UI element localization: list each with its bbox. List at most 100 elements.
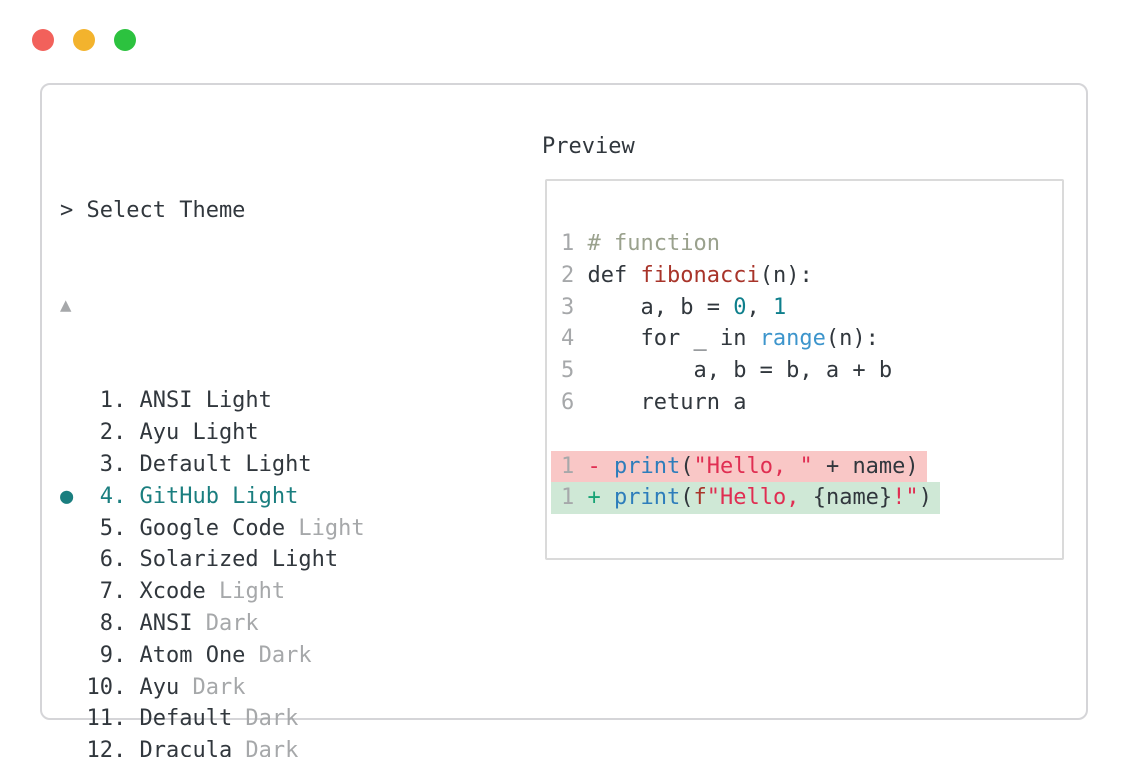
line-number: 4 — [561, 326, 575, 352]
selected-bullet-icon: ● — [60, 483, 87, 509]
theme-item-6[interactable]: 6. Solarized Light — [60, 544, 828, 576]
code-line: 2 def fibonacci(n): — [561, 260, 1062, 292]
code-line: 4 for _ in range(n): — [561, 323, 1062, 355]
theme-item-label: ANSI — [139, 610, 193, 636]
line-number: 1 — [561, 485, 575, 511]
theme-item-variant-label: Dark — [179, 674, 246, 700]
theme-item-10[interactable]: 10. Ayu Dark — [60, 672, 828, 704]
code-line-content: 3 a, b = 0, 1 — [561, 292, 786, 324]
token-plain: {name} — [812, 485, 893, 511]
code-line: 1 + print(f"Hello, {name}!") — [551, 482, 1062, 515]
theme-item-label: Dracula — [139, 738, 233, 757]
theme-item-8[interactable]: 8. ANSI Dark — [60, 608, 828, 640]
theme-item-variant-label: Dark — [245, 642, 312, 668]
close-button[interactable] — [32, 29, 54, 51]
theme-item-number: 2 — [99, 420, 113, 446]
theme-item-number: 6 — [99, 547, 113, 573]
theme-item-7[interactable]: 7. Xcode Light — [60, 576, 828, 608]
theme-item-label: Default Light — [139, 451, 312, 477]
line-number: 6 — [561, 389, 575, 415]
theme-item-number: 1 — [99, 388, 113, 414]
token-plain: def — [587, 262, 641, 288]
theme-item-label: Ayu — [139, 674, 180, 700]
token-defname: fibonacci — [640, 262, 760, 288]
code-line-content: 1 # function — [561, 228, 720, 260]
token-comment: # function — [587, 231, 720, 256]
code-line-content — [561, 419, 574, 451]
token-plain: , — [746, 294, 773, 320]
theme-item-variant-label: Dark — [232, 706, 299, 732]
theme-item-label: GitHub Light — [139, 483, 299, 509]
bullet-spacer — [60, 703, 86, 735]
theme-item-5[interactable]: 5. Google Code Light — [60, 513, 828, 545]
bullet-spacer — [60, 417, 86, 449]
code-line: 3 a, b = 0, 1 — [561, 292, 1062, 324]
token-plain: ) — [918, 485, 932, 511]
bullet-spacer — [60, 640, 86, 672]
token-string: "Hello, — [706, 485, 813, 511]
theme-item-number: 5 — [99, 515, 113, 541]
theme-item-1[interactable]: 1. ANSI Light — [60, 385, 828, 417]
theme-item-label: Atom One — [139, 642, 246, 668]
maximize-button[interactable] — [114, 29, 136, 51]
theme-item-3[interactable]: 3. Default Light — [60, 449, 828, 481]
token-string: "Hello, " — [693, 453, 813, 479]
theme-item-2[interactable]: 2. Ayu Light — [60, 417, 828, 449]
token-plain: + name) — [812, 453, 919, 479]
theme-item-number: 12 — [86, 738, 113, 757]
token-func: print — [614, 453, 681, 479]
token-func: print — [614, 485, 681, 511]
token-plain: ( — [680, 485, 694, 511]
code-line-content: 6 return a — [561, 387, 746, 419]
theme-item-label: Google Code — [139, 515, 286, 541]
bullet-spacer — [60, 449, 86, 481]
token-number: 1 — [772, 294, 787, 320]
token-minus: - — [587, 453, 614, 479]
bullet-spacer — [60, 576, 86, 608]
theme-item-label: Ayu Light — [139, 420, 259, 446]
theme-picker-window: > Select Theme ▲ 1. ANSI Light 2. Ayu Li… — [40, 83, 1088, 757]
theme-item-label: ANSI Light — [139, 388, 272, 414]
token-plain: return a — [587, 389, 747, 415]
bullet-spacer — [60, 544, 86, 576]
line-number: 1 — [561, 453, 575, 479]
theme-item-12[interactable]: 12. Dracula Dark — [60, 735, 828, 757]
token-plain: a, b = b, a + b — [587, 358, 893, 384]
token-plain: a, b = — [587, 294, 734, 320]
token-plain: for _ in — [587, 326, 760, 352]
diff-added-line: 1 + print(f"Hello, {name}!") — [551, 482, 940, 515]
code-line: 1 - print("Hello, " + name) — [551, 450, 1062, 483]
token-plain: (n): — [825, 326, 879, 352]
bullet-spacer — [60, 735, 86, 757]
code-line — [561, 419, 1062, 451]
theme-item-variant-label: Dark — [232, 738, 299, 757]
code-line: 6 return a — [561, 387, 1062, 419]
token-string: !" — [892, 485, 919, 511]
token-plain: ( — [680, 453, 694, 479]
theme-item-9[interactable]: 9. Atom One Dark — [60, 640, 828, 672]
theme-item-label: Xcode — [139, 579, 206, 605]
theme-item-number: 10 — [86, 674, 113, 700]
theme-item-4[interactable]: ● 4. GitHub Light — [60, 481, 828, 513]
line-number: 1 — [561, 231, 575, 256]
minimize-button[interactable] — [73, 29, 95, 51]
line-number: 5 — [561, 358, 575, 384]
line-number: 2 — [561, 262, 575, 288]
theme-item-number: 8 — [99, 610, 113, 636]
theme-item-number: 11 — [86, 706, 113, 732]
bullet-spacer — [60, 385, 86, 417]
scroll-up-icon[interactable]: ▲ — [60, 293, 72, 316]
code-line-content: 4 for _ in range(n): — [561, 323, 879, 355]
code-line: 1 # function — [561, 228, 1062, 260]
bullet-spacer — [60, 672, 86, 704]
code-line-content: 5 a, b = b, a + b — [561, 355, 892, 387]
token-defname: f — [693, 485, 707, 511]
theme-item-11[interactable]: 11. Default Dark — [60, 703, 828, 735]
window-controls — [32, 29, 136, 51]
theme-item-number: 7 — [99, 579, 113, 605]
theme-item-variant-label: Light — [205, 579, 286, 605]
token-number: 0 — [733, 294, 747, 320]
